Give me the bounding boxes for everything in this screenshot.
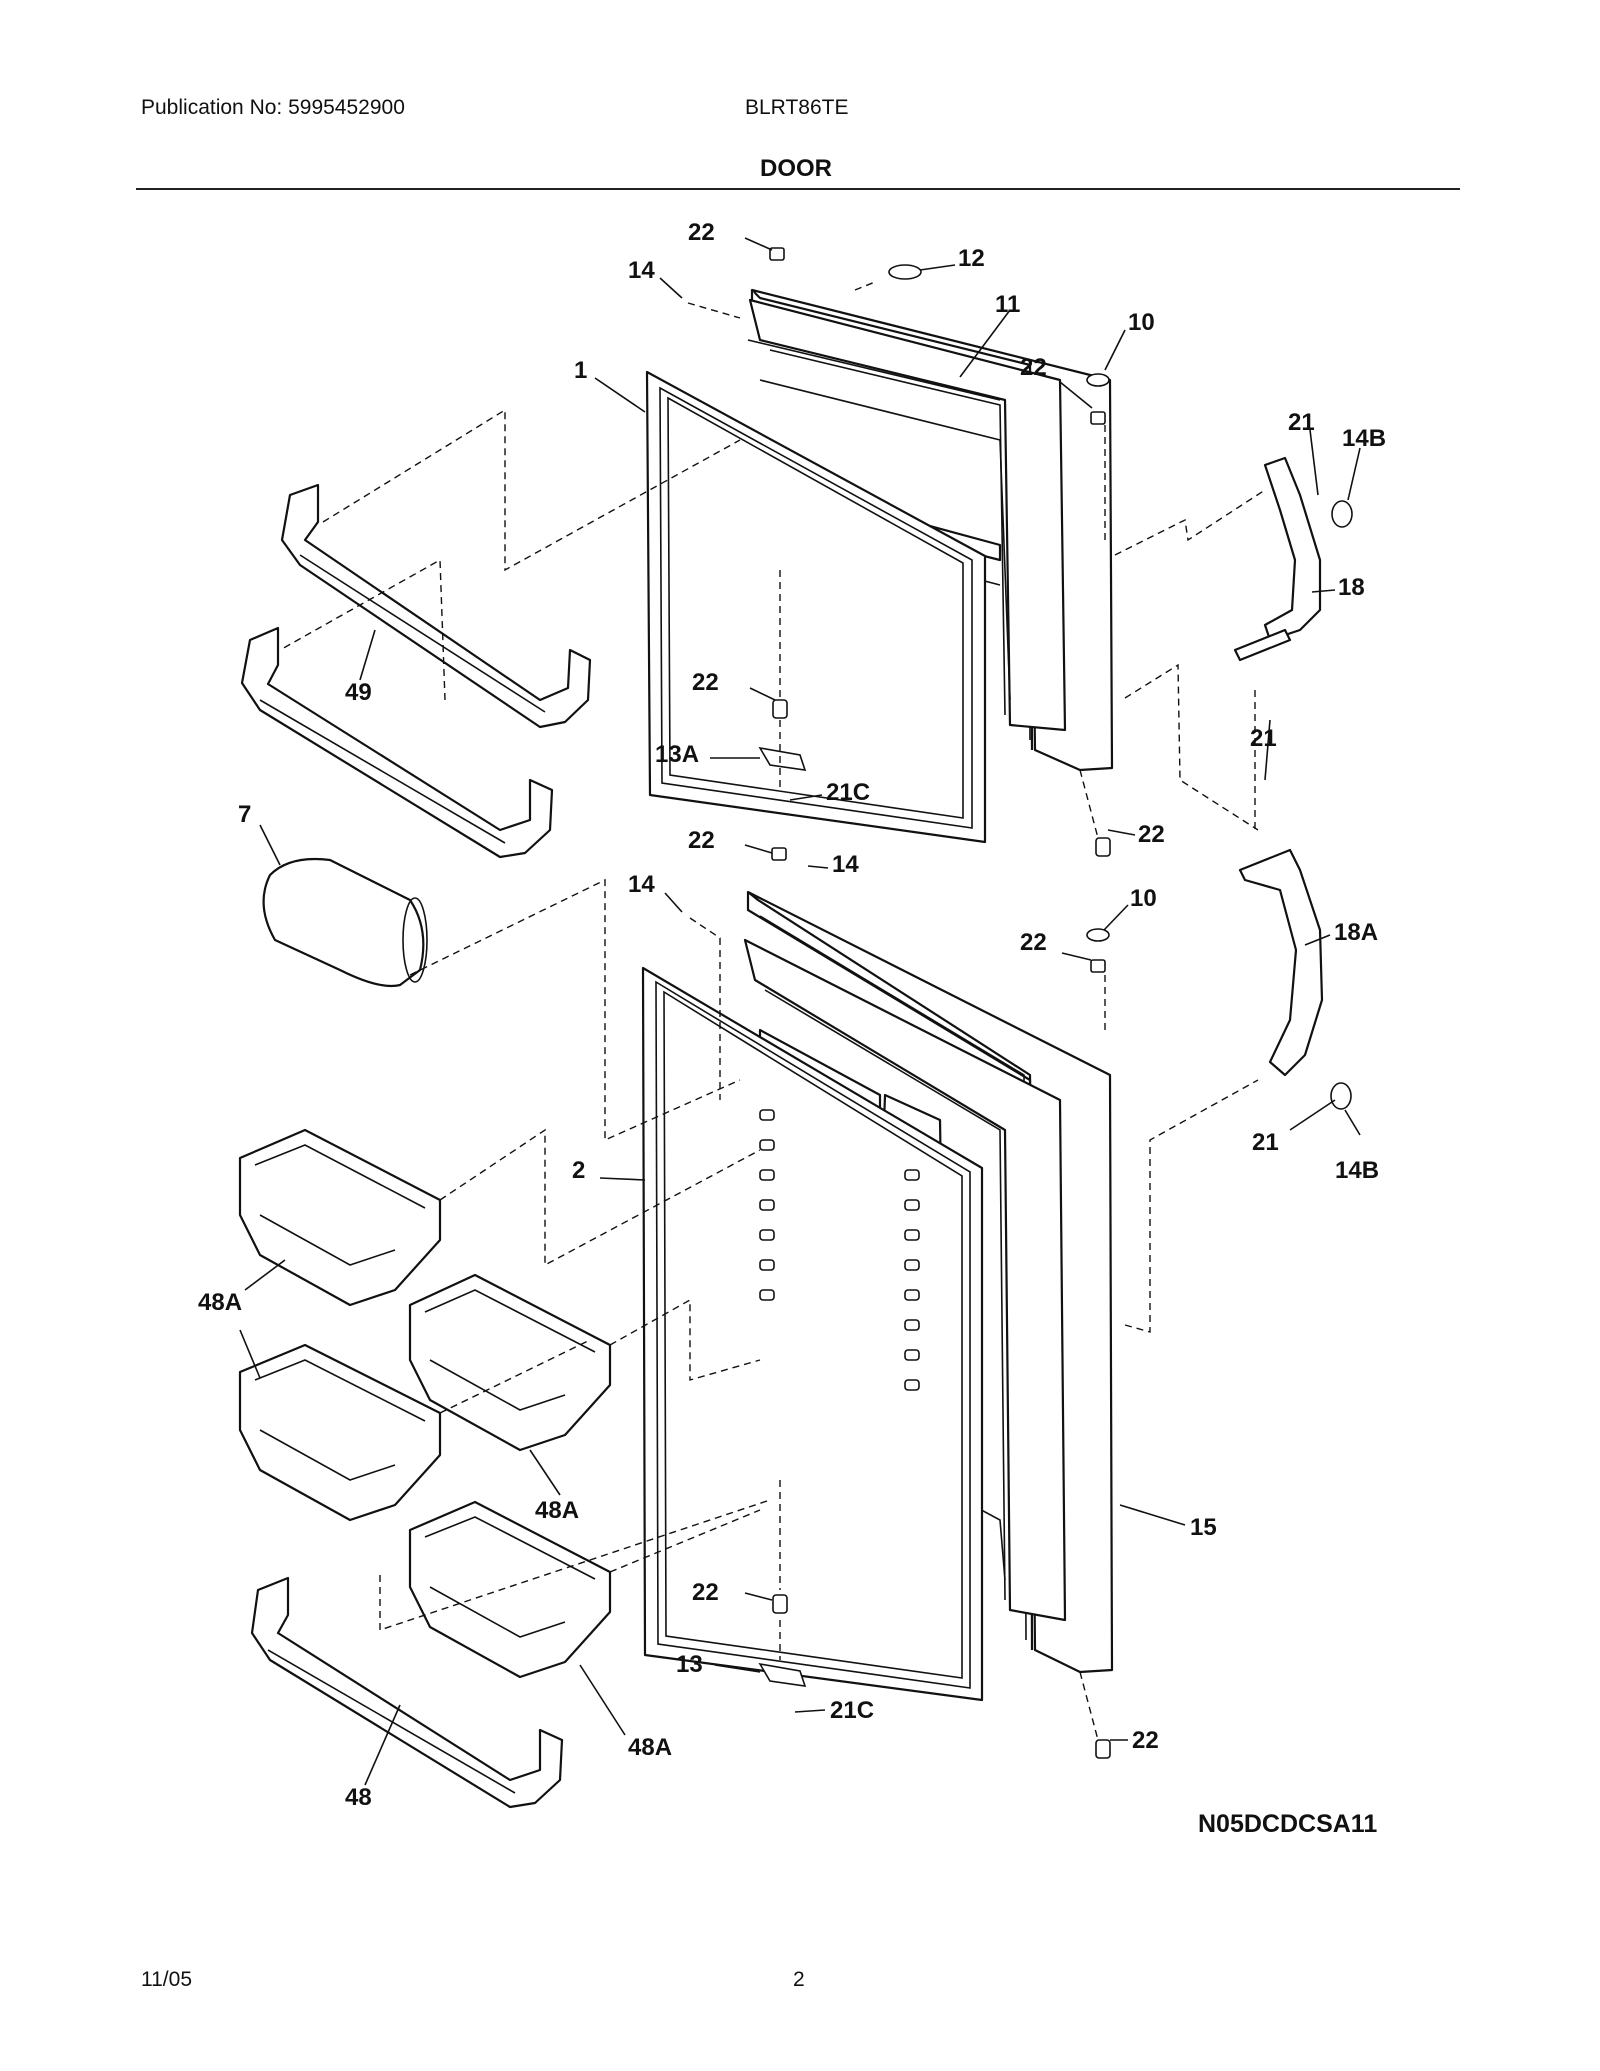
callout-14B-bottom: 14B: [1335, 1157, 1379, 1184]
callout-18A: 18A: [1334, 919, 1378, 946]
callout-21C-bottom: 21C: [830, 1697, 874, 1724]
callout-21-middle: 21: [1250, 725, 1277, 752]
door-bin-48A-2: [408, 1273, 612, 1452]
hinge-18A: [1238, 848, 1324, 1077]
butter-compartment-7: [262, 857, 428, 988]
callout-1: 1: [574, 357, 587, 384]
callout-12: 12: [958, 245, 985, 272]
publication-number: Publication No: 5995452900: [141, 96, 405, 119]
callout-labels: 22 12 14 11 10 22 1 21 14B 18 49 22 13A …: [198, 219, 1386, 1811]
shelf-rail-48: [250, 1576, 564, 1809]
callout-48: 48: [345, 1784, 372, 1811]
hinge-18: [1233, 456, 1322, 662]
callout-22-freezer-bottom: 22: [692, 669, 719, 696]
callout-15: 15: [1190, 1514, 1217, 1541]
callout-22-fresh-bottom: 22: [692, 1579, 719, 1606]
shelf-rail-49-lower: [240, 626, 554, 859]
callout-13A: 13A: [655, 741, 699, 768]
door-bin-48A-3: [238, 1343, 442, 1522]
callout-21C-top: 21C: [826, 779, 870, 806]
callout-48A-middle: 48A: [535, 1497, 579, 1524]
callout-18: 18: [1338, 574, 1365, 601]
freezer-door-gasket: [645, 370, 987, 844]
callout-10-top: 10: [1128, 309, 1155, 336]
fresh-food-door-gasket: [641, 966, 984, 1702]
callout-14-top: 14: [628, 257, 655, 284]
callout-2: 2: [572, 1157, 585, 1184]
callout-22-fresh-hinge: 22: [1020, 929, 1047, 956]
model-number: BLRT86TE: [745, 96, 849, 119]
callout-22-fresh-top: 22: [688, 827, 715, 854]
footer-date: 11/05: [141, 1968, 192, 1991]
door-bin-48A-1: [238, 1128, 442, 1307]
header-divider: [136, 188, 1460, 190]
callout-7: 7: [238, 801, 251, 828]
callout-13: 13: [676, 1651, 703, 1678]
callout-22-freezer-right: 22: [1138, 821, 1165, 848]
callout-48A-bottom: 48A: [628, 1734, 672, 1761]
callout-49: 49: [345, 679, 372, 706]
callout-22-top: 22: [688, 219, 715, 246]
callout-11: 11: [995, 291, 1020, 318]
callout-21-bottom: 21: [1252, 1129, 1279, 1156]
door-bin-48A-4: [408, 1500, 612, 1679]
callout-14B-top: 14B: [1342, 425, 1386, 452]
callout-leaders: [239, 237, 1361, 1786]
page-title: DOOR: [760, 155, 832, 182]
callout-22-hinge-top: 22: [1020, 354, 1047, 381]
shelf-rail-49-upper: [280, 483, 592, 729]
door-shelf-pegs: [759, 1109, 920, 1391]
callout-22-fresh-right: 22: [1132, 1727, 1159, 1754]
diagram-code: N05DCDCSA11: [1198, 1810, 1377, 1838]
callout-14-fresh-top: 14: [832, 851, 859, 878]
callout-48A-left: 48A: [198, 1289, 242, 1316]
callout-10-fresh: 10: [1130, 885, 1157, 912]
assembly-guide-lines: [279, 281, 1266, 1741]
callout-14-fresh-left: 14: [628, 871, 655, 898]
callout-21-top: 21: [1288, 409, 1315, 436]
hardware-screws: [758, 247, 1353, 1759]
page-number: 2: [793, 1968, 805, 1991]
